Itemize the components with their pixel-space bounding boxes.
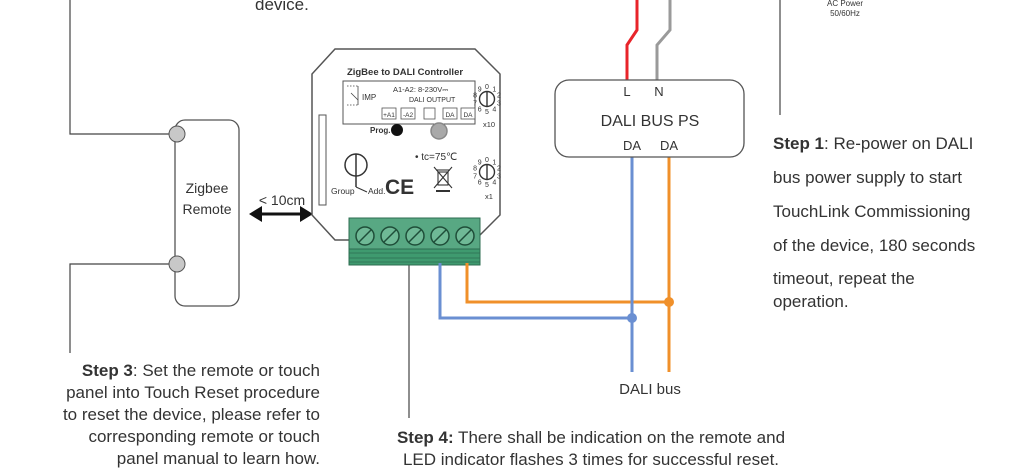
- dial-x10-digit-6: 6: [478, 107, 482, 114]
- dali-wires: [438, 157, 674, 372]
- dali-bus-power-supply: L N DALI BUS PS DA DA: [554, 79, 745, 158]
- imp-label: IMP: [362, 93, 376, 102]
- terminal-label-a1: +A1: [383, 112, 395, 119]
- dial-x1-digit-7: 7: [473, 173, 477, 180]
- step1-text-0: : Re-power on DALI: [824, 134, 973, 153]
- step3-text-3: corresponding remote or touch: [88, 427, 320, 446]
- leader-line-step3: [69, 263, 170, 353]
- step1-text: Step 1: Re-power on DALI bus power suppl…: [773, 134, 975, 311]
- dial-x10-digit-3: 3: [497, 100, 501, 107]
- step4-line-1: Step 4: There shall be indication on the…: [397, 428, 785, 447]
- dial-x1-digit-9: 9: [478, 159, 482, 166]
- step4-label: Step 4:: [397, 428, 454, 447]
- distance-arrow: < 10cm: [249, 192, 313, 222]
- remote-label-line1: Zigbee: [186, 180, 229, 196]
- step1-line-1: Step 1: Re-power on DALI: [773, 134, 973, 153]
- prog-button: [391, 124, 403, 136]
- ac-frequency-label: 50/60Hz: [830, 9, 860, 18]
- dial-x10-digit-1: 1: [492, 86, 496, 93]
- psu-da1-label: DA: [623, 138, 641, 153]
- dial-x1-label: x1: [485, 192, 493, 201]
- step1-text-1: bus power supply to start: [773, 168, 962, 187]
- step1-text-3: of the device, 180 seconds: [773, 236, 975, 255]
- dali-bus-label: DALI bus: [619, 381, 681, 398]
- blue-junction: [627, 313, 637, 323]
- controller-title: ZigBee to DALI Controller: [347, 67, 463, 78]
- terminal-label-da2: DA: [463, 112, 473, 119]
- dial-x1-digit-6: 6: [478, 180, 482, 187]
- step4-text-1: LED indicator flashes 3 times for succes…: [403, 450, 779, 469]
- dial-x10-digit-2: 2: [497, 93, 501, 100]
- remote-dot-top: [168, 125, 186, 143]
- wire-blue-bus: [438, 263, 632, 320]
- wire-orange-bus: [465, 263, 669, 304]
- psu-da2-label: DA: [660, 138, 678, 153]
- step3-line-1: Step 3: Set the remote or touch: [82, 361, 320, 380]
- distance-label: < 10cm: [259, 192, 305, 208]
- power-wires: [625, 0, 672, 80]
- terminal-screw-slot: [433, 229, 447, 243]
- dial-x10-digit-0: 0: [485, 84, 489, 91]
- orange-junction: [664, 297, 674, 307]
- dial-x1-digit-1: 1: [492, 159, 496, 166]
- step4-text-0: There shall be indication on the remote …: [454, 428, 785, 447]
- ce-mark: CE: [385, 176, 414, 199]
- step1-text-4: timeout, repeat the: [773, 269, 915, 288]
- step1-label: Step 1: [773, 134, 824, 153]
- dial-x1-digit-8: 8: [473, 166, 477, 173]
- leader-line-top-remote: [69, 0, 170, 135]
- step3-text-4: panel manual to learn how.: [117, 449, 320, 468]
- top-text: device.: [255, 0, 309, 14]
- dial-x10-digit-5: 5: [485, 109, 489, 116]
- dali-output-label: DALI OUTPUT: [409, 97, 456, 104]
- psu-n-label: N: [654, 84, 663, 99]
- step3-text-0: : Set the remote or touch: [133, 361, 320, 380]
- terminal-screw-slot: [458, 229, 472, 243]
- remote-dot-bottom: [168, 255, 186, 273]
- prog-label: Prog.: [370, 126, 390, 135]
- step1-text-5: operation.: [773, 292, 849, 311]
- dial-x10-digit-8: 8: [473, 93, 477, 100]
- dial-x10-digit-7: 7: [473, 100, 477, 107]
- zigbee-remote: Zigbee Remote: [168, 119, 240, 307]
- terminal-screw-slot: [383, 229, 397, 243]
- add-label: Add.: [368, 186, 386, 196]
- step3-text-2: to reset the device, please refer to: [63, 405, 320, 424]
- step3-text-1: panel into Touch Reset procedure: [66, 383, 320, 402]
- step3-label: Step 3: [82, 361, 133, 380]
- led-indicator: [430, 122, 448, 140]
- group-label: Group: [331, 186, 355, 196]
- terminal-screw-slot: [358, 229, 372, 243]
- weee-icon: [433, 166, 453, 192]
- psu-l-label: L: [623, 84, 630, 99]
- dial-x1-digit-4: 4: [492, 180, 496, 187]
- tc-label: • tc=75℃: [415, 152, 457, 163]
- voltage-label: A1-A2: 8-230V⎓: [393, 85, 449, 94]
- terminal-label-da1: DA: [445, 112, 455, 119]
- psu-title: DALI BUS PS: [601, 113, 700, 130]
- dial-x1-digit-2: 2: [497, 166, 501, 173]
- step1-text-2: TouchLink Commissioning: [773, 202, 970, 221]
- terminal-screw-slot: [408, 229, 422, 243]
- dial-x10-digit-4: 4: [492, 107, 496, 114]
- dial-x10-label: x10: [483, 120, 495, 129]
- dial-x1-digit-0: 0: [485, 157, 489, 164]
- ac-power-label: AC Power: [827, 0, 863, 8]
- remote-label-line2: Remote: [182, 201, 231, 217]
- step3-text: Step 3: Set the remote or touch panel in…: [63, 361, 320, 468]
- dial-x10-digit-9: 9: [478, 86, 482, 93]
- step4-text: Step 4: There shall be indication on the…: [397, 428, 785, 469]
- dial-x1-digit-5: 5: [485, 182, 489, 189]
- leader-lines: [69, 0, 781, 418]
- dial-x1-digit-3: 3: [497, 173, 501, 180]
- controller: ZigBee to DALI Controller IMP A1-A2: 8-2…: [311, 48, 501, 266]
- terminal-label-a2: -A2: [403, 112, 414, 119]
